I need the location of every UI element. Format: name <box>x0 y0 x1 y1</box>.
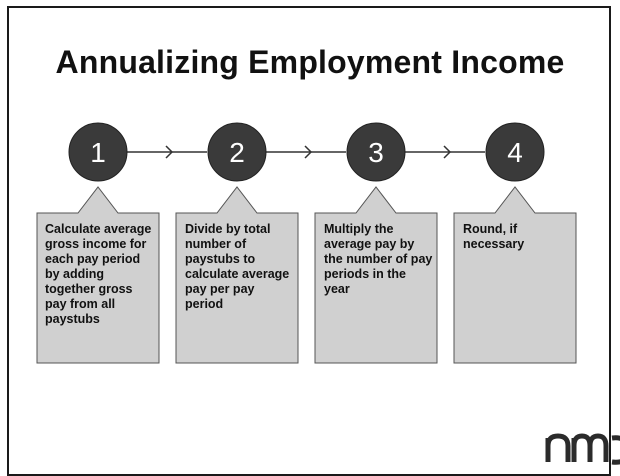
step-box-4 <box>453 186 577 364</box>
connector-1-2 <box>127 145 207 159</box>
nmc-logo <box>545 433 620 465</box>
step-text-4: Round, if necessary <box>463 222 525 251</box>
step-circle-4: 4 <box>485 122 545 182</box>
step-box-1 <box>36 186 160 364</box>
step-text-1: Calculate average gross income for each … <box>45 222 152 326</box>
slide-title: Annualizing Employment Income <box>55 44 565 80</box>
process-flow-diagram: 1 2 3 4 <box>36 122 577 364</box>
step-circle-2: 2 <box>207 122 267 182</box>
step-number-4: 4 <box>507 137 523 168</box>
step-number-1: 1 <box>90 137 106 168</box>
step-circle-1: 1 <box>68 122 128 182</box>
step-number-3: 3 <box>368 137 384 168</box>
step-box-3 <box>314 186 438 364</box>
step-circle-3: 3 <box>346 122 406 182</box>
step-text-2: Divide by total number of paystubs to ca… <box>185 222 290 311</box>
connector-2-3 <box>266 145 346 159</box>
step-text-3: Multiply the average pay by the number o… <box>324 222 433 296</box>
step-number-2: 2 <box>229 137 245 168</box>
step-box-2 <box>175 186 299 364</box>
connector-3-4 <box>405 145 485 159</box>
